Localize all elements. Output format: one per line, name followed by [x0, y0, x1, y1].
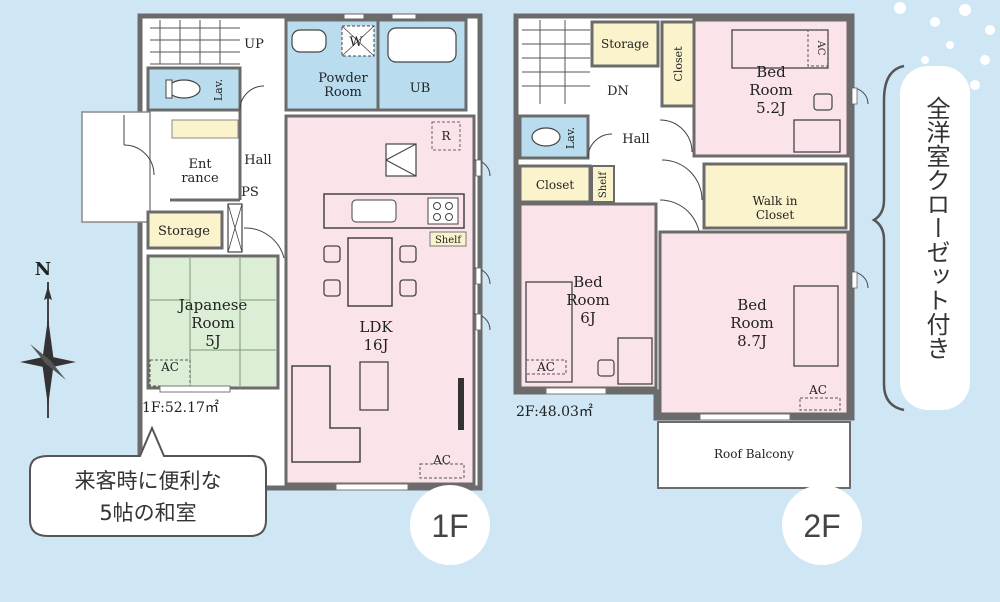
f1-powder-label-1: Powder — [318, 71, 368, 86]
f1-w-label: W — [349, 35, 363, 50]
f1-ub-label: UB — [410, 81, 431, 96]
f2-bed1-size: 5.2J — [756, 99, 786, 117]
f2-shelf-label: Shelf — [598, 171, 609, 198]
f1-lav-label: Lav. — [212, 79, 225, 101]
f2-storage-label: Storage — [601, 37, 649, 51]
f2-bed3-label-2: Room — [730, 314, 774, 332]
f1-entrance-label-2: rance — [181, 171, 219, 186]
f2-hall-label: Hall — [622, 132, 649, 147]
f2-bed3-size: 8.7J — [737, 332, 767, 350]
f1-ac-ldk-label: AC — [432, 453, 451, 467]
f2-dn-label: DN — [607, 84, 629, 99]
floor-2-plan — [513, 13, 869, 489]
f1-hall-label: Hall — [244, 153, 271, 168]
stair-2f — [522, 20, 590, 104]
floor-1-plan — [81, 13, 491, 491]
f1-r-label: R — [441, 129, 451, 143]
f1-ldk-label: LDK — [359, 318, 393, 336]
f2-bed1-ac-label: AC — [815, 40, 826, 56]
f2-area-label: 2F:48.03㎡ — [516, 404, 593, 420]
f1-japanese-label-1: Japanese — [177, 296, 248, 314]
f2-bed2-label-1: Bed — [573, 273, 603, 291]
f2-bed1-label-2: Room — [749, 81, 793, 99]
f2-closet-vertical-label: Closet — [672, 46, 685, 82]
floor-1-badge — [410, 485, 490, 565]
f2-walkin-label-1: Walk in — [753, 194, 798, 208]
callout-right-text: 全洋室クローゼット付き — [922, 96, 950, 360]
f2-bed3-ac-label: AC — [808, 383, 827, 397]
f2-bed2-label-2: Room — [566, 291, 610, 309]
f1-entrance-label-1: Ent — [188, 157, 212, 172]
floor-2-badge — [782, 485, 862, 565]
f1-ldk-size: 16J — [363, 336, 388, 354]
compass-rose-icon — [20, 282, 76, 418]
callout-right-box — [900, 66, 970, 410]
f1-shelf-label: Shelf — [435, 235, 462, 246]
f1-up-label: UP — [244, 37, 264, 52]
f1-japanese-label-2: Room — [191, 314, 235, 332]
f2-bed3-label-1: Bed — [737, 296, 767, 314]
f1-powder-label-2: Room — [324, 85, 362, 100]
f2-roof-balcony-label: Roof Balcony — [714, 447, 794, 461]
f2-bed1-label-1: Bed — [756, 63, 786, 81]
f1-area-label: 1F:52.17㎡ — [142, 400, 219, 416]
f1-japanese-size: 5J — [205, 332, 221, 350]
floor-1-badge-text: 1F — [431, 508, 468, 544]
f2-lav-label: Lav. — [564, 127, 577, 149]
f2-closet-label: Closet — [536, 178, 575, 192]
f1-ps-label: PS — [241, 185, 259, 200]
f2-bed2-size: 6J — [580, 309, 596, 327]
f2-walkin-label-2: Closet — [756, 208, 795, 222]
compass-north-label: N — [35, 259, 51, 280]
f1-storage-label: Storage — [158, 224, 210, 239]
f1-ac-label: AC — [160, 360, 179, 374]
callout-left-bubble — [29, 425, 267, 537]
floor-2-badge-text: 2F — [803, 508, 840, 544]
callout-right-brace — [871, 64, 905, 412]
callout-left-line-1: 来客時に便利な — [75, 469, 222, 493]
stair-1f — [150, 20, 240, 65]
callout-left-line-2: 5帖の和室 — [99, 501, 196, 525]
decorative-dots — [894, 2, 995, 90]
f2-bed2-ac-label: AC — [536, 360, 555, 374]
